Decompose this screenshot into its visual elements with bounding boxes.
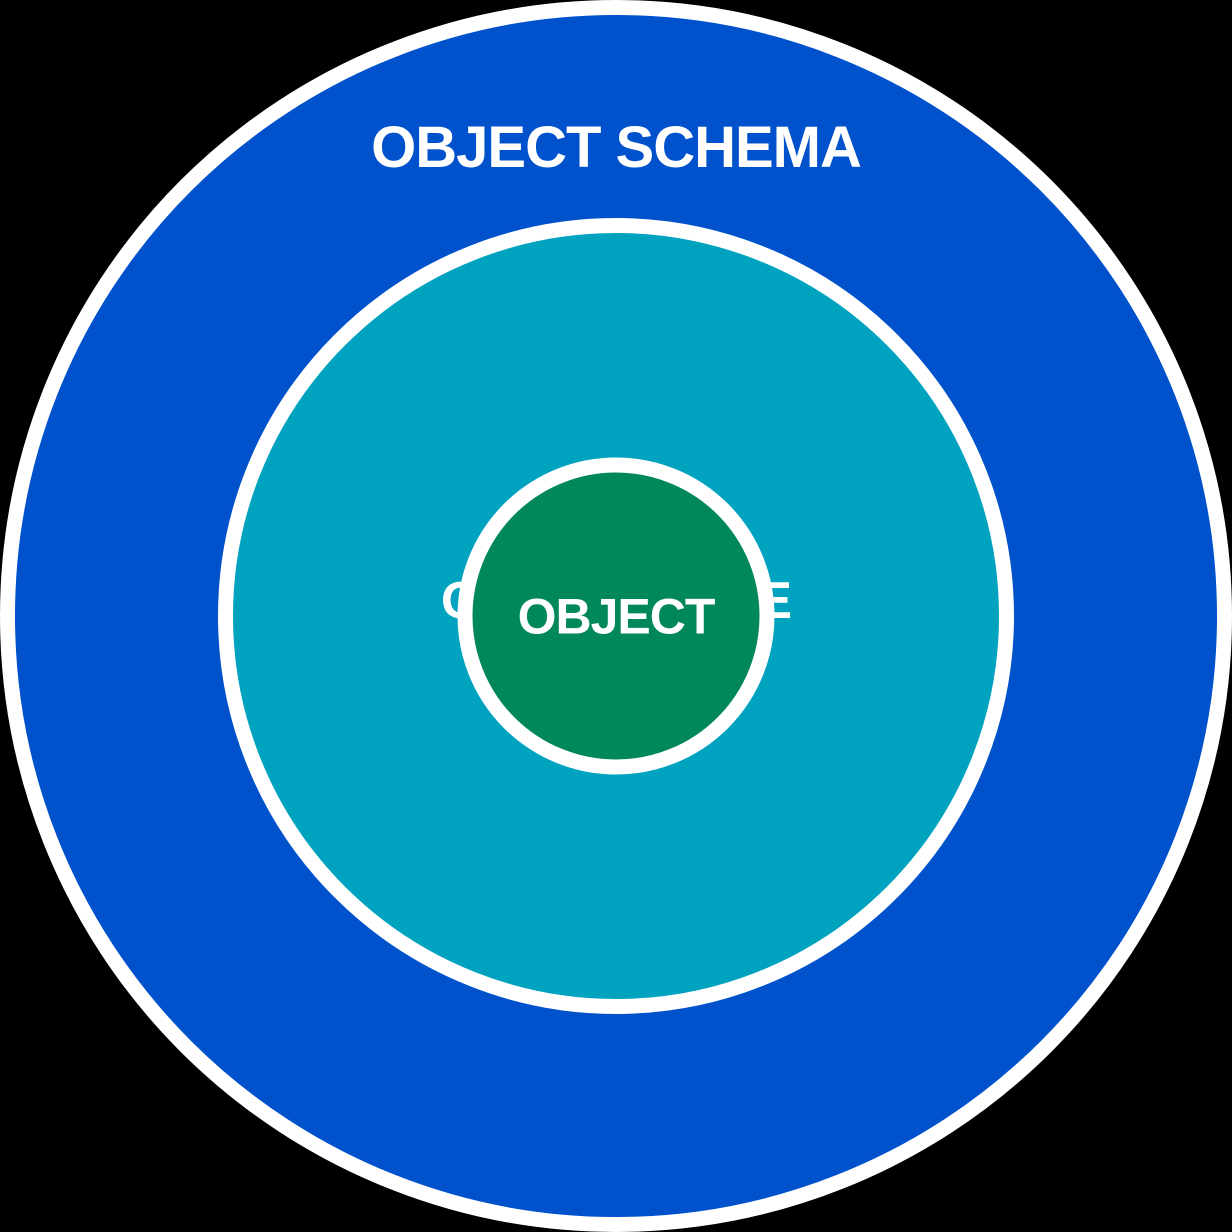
object-label: OBJECT [517, 588, 716, 644]
object-circle: OBJECT [457, 457, 775, 775]
object-schema-label: OBJECT SCHEMA [371, 115, 862, 180]
